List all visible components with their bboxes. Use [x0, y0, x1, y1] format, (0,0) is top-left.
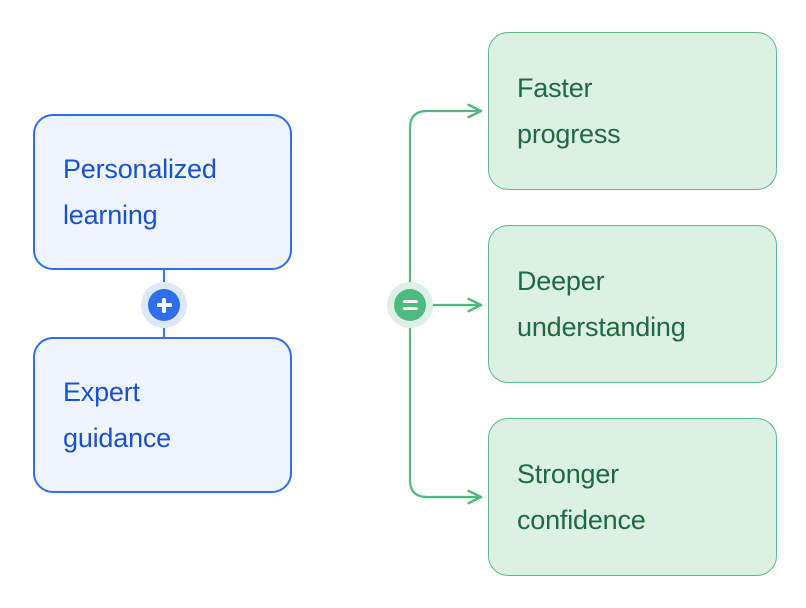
wire-equals-to-stronger-confidence: [408, 326, 483, 505]
input-node-personalized-learning[interactable]: Personalized learning: [33, 114, 292, 270]
plus-icon: [148, 289, 180, 321]
input-node-expert-guidance[interactable]: Expert guidance: [33, 337, 292, 493]
output-node-stronger-confidence[interactable]: Stronger confidence: [488, 418, 777, 576]
node-label: Deeper understanding: [517, 265, 686, 342]
plus-operator-badge[interactable]: [141, 282, 187, 328]
equals-operator-badge[interactable]: [387, 282, 433, 328]
equals-icon: [394, 289, 426, 321]
wire-equals-to-faster-progress: [408, 103, 483, 284]
output-node-faster-progress[interactable]: Faster progress: [488, 32, 777, 190]
node-label: Faster progress: [517, 72, 621, 149]
node-label: Personalized learning: [63, 153, 217, 230]
node-label: Expert guidance: [63, 376, 171, 453]
node-label: Stronger confidence: [517, 458, 646, 535]
output-node-deeper-understanding[interactable]: Deeper understanding: [488, 225, 777, 383]
